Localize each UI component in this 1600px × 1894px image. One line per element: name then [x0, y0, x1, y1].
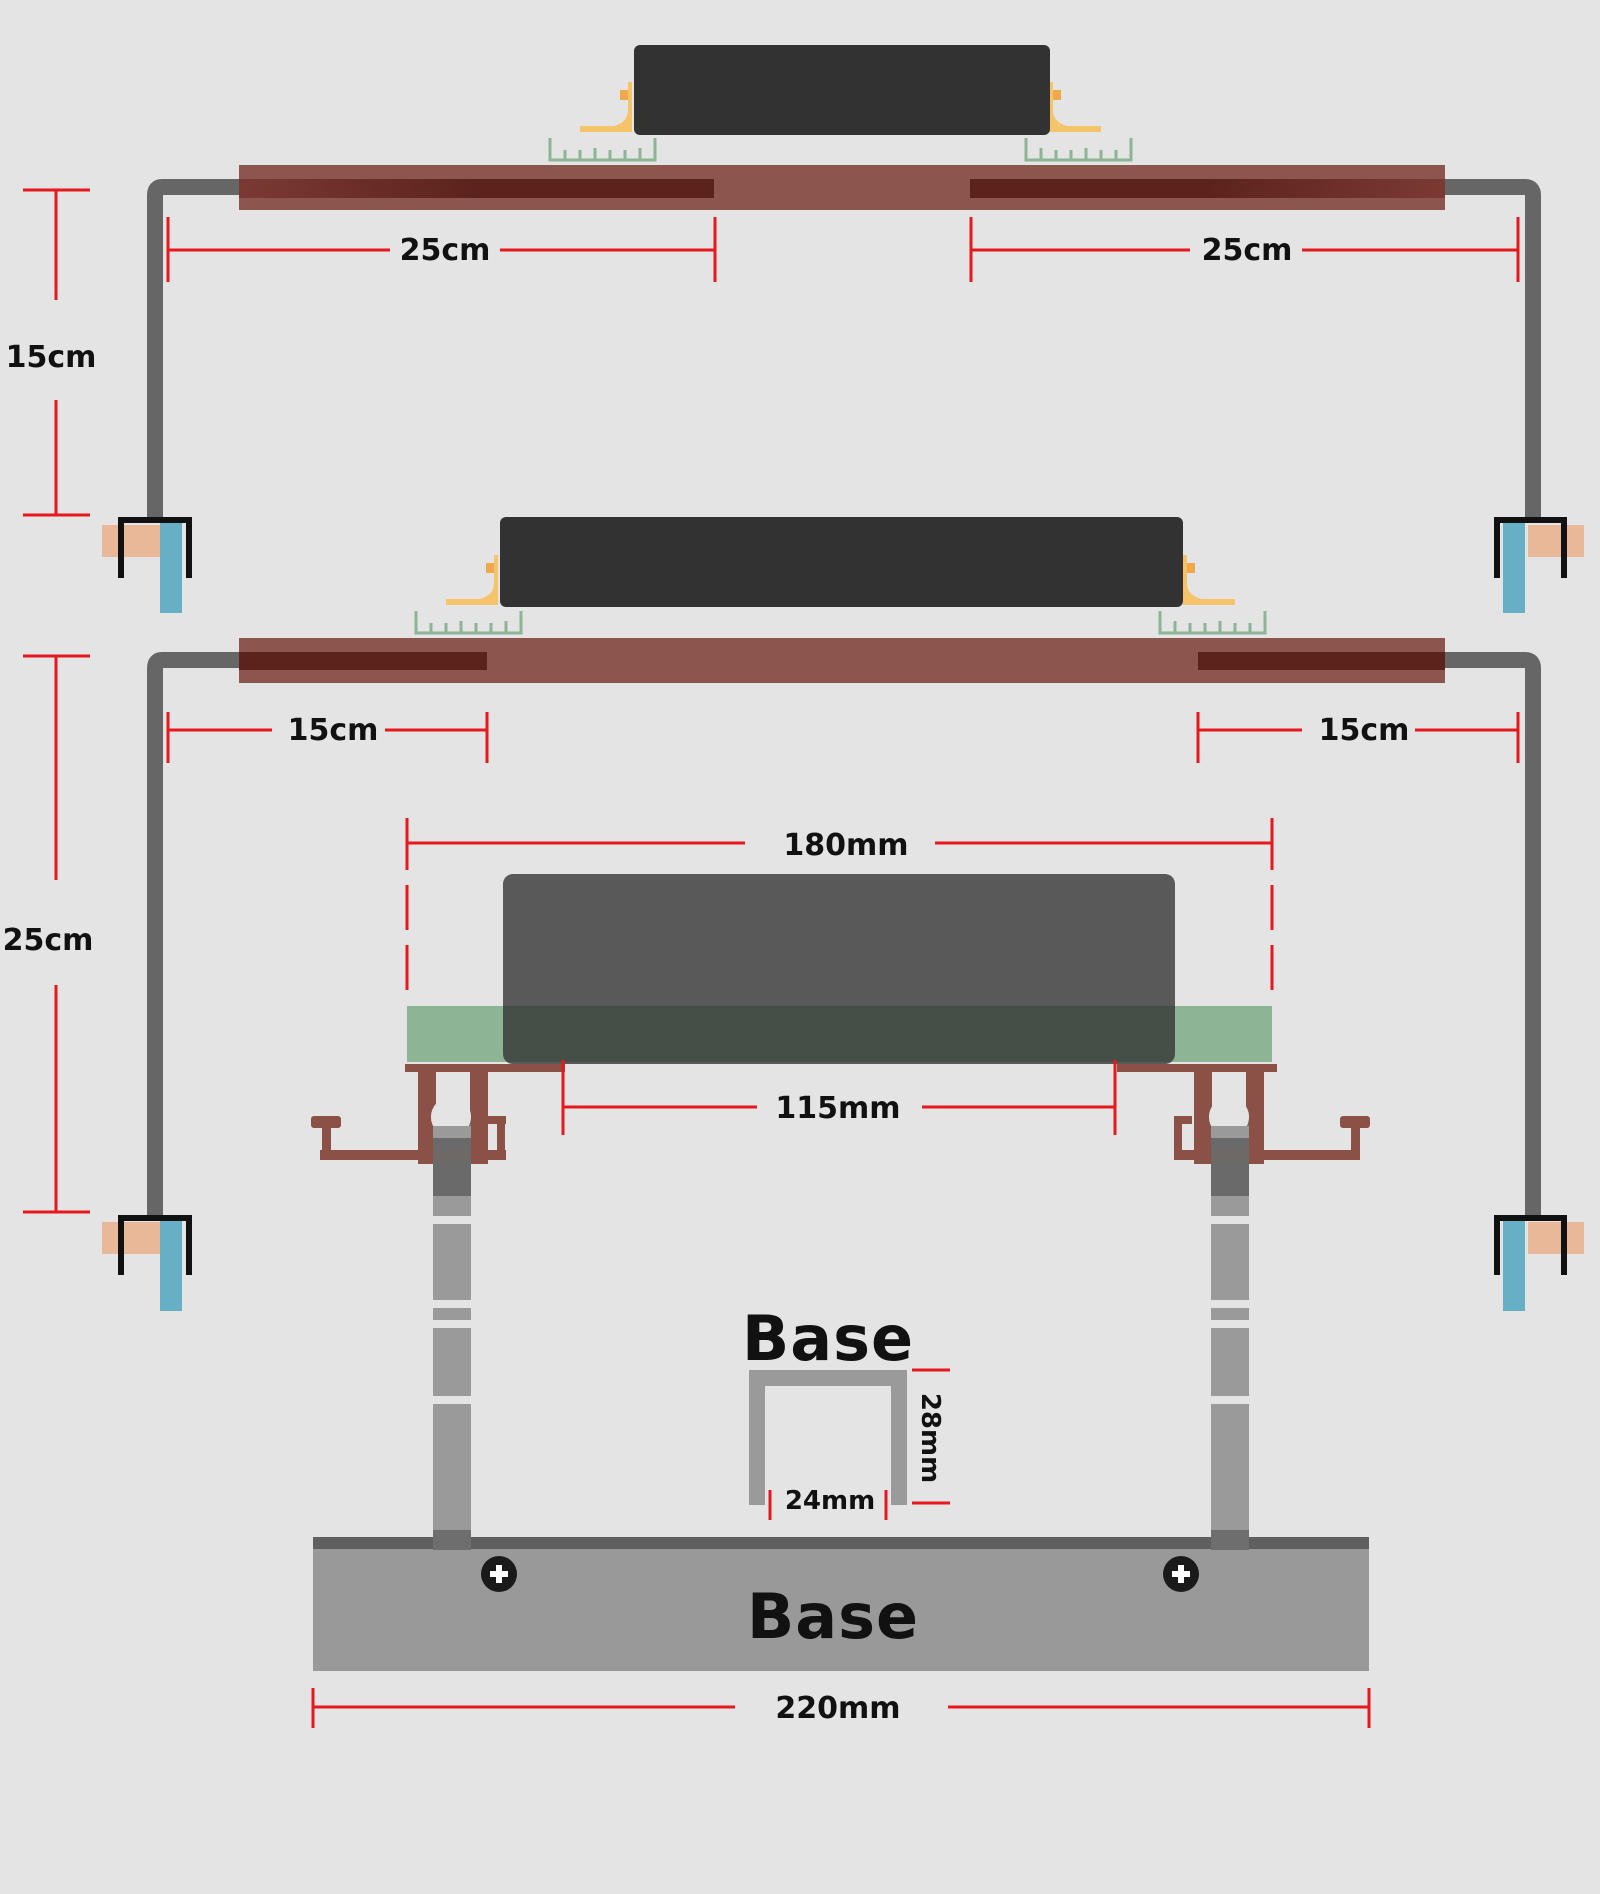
mid-slot-right: [1198, 652, 1445, 670]
top-slot-right: [970, 179, 1445, 198]
base-dim-lines: [311, 1688, 1371, 1728]
stand-device: [503, 874, 1175, 1064]
left-pole: [433, 1122, 471, 1552]
stand-dim-lines: [405, 818, 1274, 1135]
top-left-clamp: [102, 517, 192, 613]
mid-left-span-label: 15cm: [288, 713, 379, 748]
mid-dim-lines: [23, 654, 1520, 1214]
top-left-span-label: 25cm: [400, 233, 491, 268]
device-width-label: 115mm: [775, 1091, 900, 1126]
screw-icon: [481, 1556, 517, 1592]
top-slot-left: [239, 179, 714, 198]
channel-dim-lines: [768, 1368, 950, 1520]
channel-width-label: 24mm: [785, 1486, 875, 1516]
right-pole: [1211, 1122, 1249, 1552]
mid-rod-right: [1445, 652, 1541, 1218]
top-device: [634, 45, 1050, 135]
base-label: Base: [747, 1580, 919, 1653]
mid-rod-left: [147, 652, 240, 1218]
base-channel-profile: [749, 1370, 907, 1505]
top-dim-lines: [23, 188, 1520, 517]
channel-height-label: 28mm: [915, 1393, 945, 1483]
top-rod-right: [1445, 179, 1541, 520]
top-right-clamp: [1494, 517, 1584, 613]
base-width-label: 220mm: [775, 1691, 900, 1726]
pcb-width-label: 180mm: [783, 828, 908, 863]
channel-title: Base: [742, 1302, 914, 1375]
stand-assembly: 180mm 115mm Base 28mm 24mm Base: [311, 818, 1371, 1728]
top-height-label: 15cm: [6, 340, 97, 375]
screw-icon: [1163, 1556, 1199, 1592]
top-rod-left: [147, 179, 240, 520]
top-assembly: 25cm 25cm 15cm: [6, 45, 1584, 613]
mid-left-clamp: [102, 1215, 192, 1311]
top-right-span-label: 25cm: [1202, 233, 1293, 268]
mid-device: [500, 517, 1183, 607]
middle-assembly: 15cm 15cm 25cm: [3, 517, 1584, 1311]
mid-right-clamp: [1494, 1215, 1584, 1311]
mid-height-label: 25cm: [3, 923, 94, 958]
mid-slot-left: [239, 652, 487, 670]
mid-right-span-label: 15cm: [1319, 713, 1410, 748]
